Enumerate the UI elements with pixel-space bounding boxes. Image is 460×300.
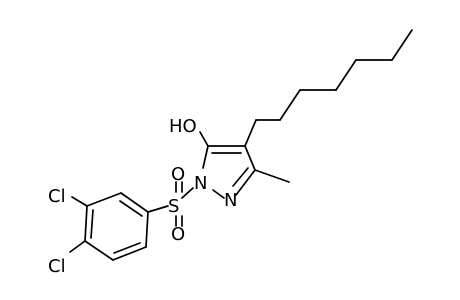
hydroxyl-bond <box>199 131 209 147</box>
bond <box>235 169 256 196</box>
bond <box>84 240 114 261</box>
bond <box>86 192 122 207</box>
oxygen-top-label: O <box>171 164 185 185</box>
oxygen-bottom-label: O <box>171 224 185 245</box>
bond <box>84 205 88 242</box>
bond <box>244 145 256 171</box>
bond <box>212 189 225 199</box>
bond <box>391 29 413 61</box>
bond <box>202 145 209 169</box>
cl-bond-lower <box>69 240 86 253</box>
dichlorophenyl-ring <box>84 192 149 261</box>
pyrazole-ring <box>202 145 256 199</box>
bond <box>335 59 357 91</box>
sulfonyl-group <box>175 181 183 227</box>
methyl-bond <box>254 169 290 183</box>
s-aryl-bond <box>147 205 169 213</box>
bond-double <box>119 200 143 217</box>
bond <box>112 246 147 261</box>
hydroxyl-label: HO <box>169 116 197 137</box>
chlorine-lower-label: Cl <box>48 256 66 277</box>
bond <box>244 119 257 147</box>
n-s-bond <box>181 187 194 199</box>
heptyl-chain <box>244 29 413 147</box>
bond <box>279 89 301 121</box>
nitrogen-1-label: N <box>194 173 207 194</box>
sulfur-label: S <box>168 196 179 217</box>
chlorine-upper-label: Cl <box>48 186 66 207</box>
bond-double <box>232 167 249 187</box>
bond <box>145 211 149 248</box>
bond <box>120 192 149 213</box>
cl-bond-upper <box>71 196 88 207</box>
nitrogen-2-label: N <box>224 190 237 211</box>
bond-double <box>90 209 94 239</box>
bond-double <box>113 242 141 254</box>
